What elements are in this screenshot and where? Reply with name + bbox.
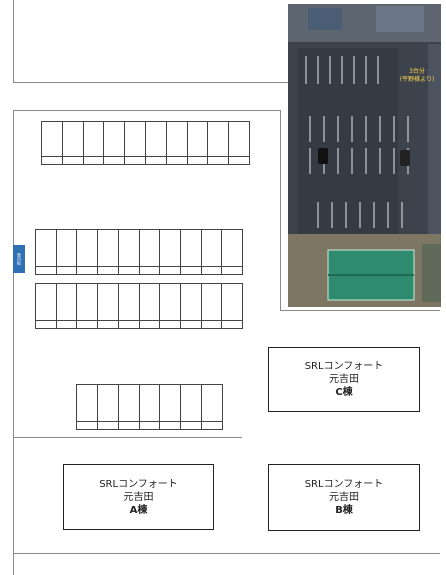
building-c-unit: C棟: [335, 387, 353, 398]
parking-space: [82, 122, 104, 164]
parking-space: [159, 284, 180, 328]
building-a-name: SRLコンフォート: [99, 478, 178, 490]
parking-space: [138, 230, 160, 274]
divider-line: [13, 437, 242, 438]
parking-row-1: [41, 121, 250, 165]
parking-space: [55, 284, 77, 328]
parking-space: [96, 385, 118, 429]
parking-space: [179, 230, 201, 274]
parking-space: [138, 385, 160, 429]
lot-right-vertical: [280, 110, 281, 310]
parking-space: [76, 284, 97, 328]
entrance-sign-label: 案内板: [17, 253, 22, 265]
building-b-area: 元吉田: [329, 492, 359, 503]
aerial-photo: 3台分 (平野様より): [288, 4, 441, 307]
parking-space: [97, 230, 118, 274]
parking-space: [200, 284, 222, 328]
parking-space: [76, 230, 97, 274]
parking-space: [228, 122, 249, 164]
lot-right-horizontal: [280, 310, 440, 311]
building-c-area: 元吉田: [329, 374, 359, 385]
parking-space: [117, 284, 139, 328]
parking-space: [159, 230, 180, 274]
parking-space: [97, 284, 118, 328]
aerial-photo-label-line1: 3台分: [409, 68, 425, 75]
parking-space: [179, 284, 201, 328]
parking-space: [36, 230, 56, 274]
parking-space: [138, 284, 160, 328]
aerial-photo-label: 3台分 (平野様より): [397, 68, 437, 84]
building-b-name: SRLコンフォート: [304, 479, 384, 490]
parking-space: [124, 122, 145, 164]
boundary-top-horizontal: [13, 82, 288, 83]
parking-space: [42, 122, 62, 164]
parking-space: [159, 385, 181, 429]
parking-space: [207, 122, 228, 164]
boundary-top-left-vertical: [13, 0, 14, 82]
parking-space: [144, 122, 166, 164]
parking-row-3: [35, 283, 243, 329]
parking-space: [117, 230, 139, 274]
aerial-photo-drawing: [288, 4, 441, 307]
parking-row-4: [76, 384, 223, 430]
aerial-photo-label-line2: (平野様より): [399, 76, 435, 83]
parking-space: [117, 385, 139, 429]
parking-space: [221, 230, 242, 274]
entrance-sign: 案内板: [13, 245, 25, 273]
parking-space: [36, 284, 56, 328]
lot-left-vertical: [13, 110, 14, 575]
parking-space: [221, 284, 242, 328]
building-b-unit: B棟: [335, 505, 353, 516]
parking-space: [201, 385, 222, 429]
parking-space: [61, 122, 83, 164]
parking-row-2: [35, 229, 243, 275]
parking-space: [77, 385, 97, 429]
parking-space: [200, 230, 222, 274]
building-a-area: 元吉田: [123, 491, 154, 503]
lot-top-horizontal: [13, 110, 281, 111]
parking-space: [180, 385, 202, 429]
parking-space: [186, 122, 208, 164]
building-c-name: SRLコンフォート: [304, 361, 384, 372]
building-a: SRLコンフォート 元吉田 A棟: [63, 464, 214, 530]
building-c: SRLコンフォート 元吉田 C棟: [268, 347, 420, 412]
parking-space: [103, 122, 124, 164]
building-b: SRLコンフォート 元吉田 B棟: [268, 464, 420, 531]
parking-space: [165, 122, 187, 164]
parking-space: [55, 230, 77, 274]
building-a-unit: A棟: [129, 504, 148, 516]
bottom-line: [13, 553, 440, 554]
